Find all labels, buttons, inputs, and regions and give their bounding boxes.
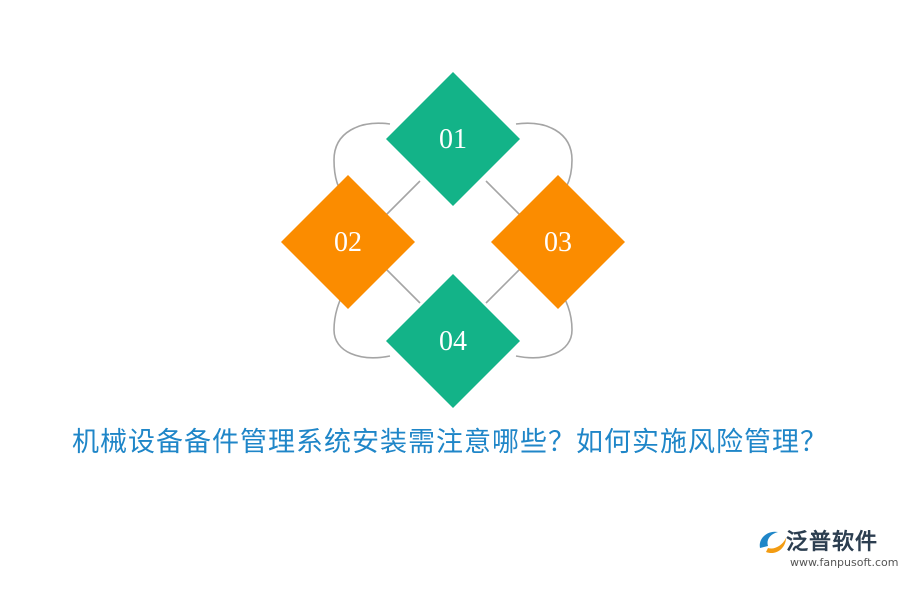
node-03-shape	[491, 175, 625, 309]
logo-url: www.fanpusoft.com	[790, 556, 899, 569]
logo-swirl-icon	[759, 531, 786, 554]
node-02-label: 02	[334, 227, 362, 258]
node-04: 04	[386, 274, 520, 408]
connector-inner-3-4	[485, 267, 522, 304]
node-02: 02	[281, 175, 415, 309]
node-04-shape	[386, 274, 520, 408]
node-01: 01	[386, 72, 520, 206]
connector-inner-2-4	[384, 267, 421, 304]
node-04-label: 04	[439, 326, 467, 357]
node-03-label: 03	[544, 227, 572, 258]
connector-inner-1-3	[485, 180, 522, 217]
brand-logo: 泛普软件 www.fanpusoft.com	[756, 524, 898, 580]
node-01-label: 01	[439, 124, 467, 155]
page-title: 机械设备备件管理系统安装需注意哪些？如何实施风险管理？	[72, 427, 828, 458]
node-03: 03	[491, 175, 625, 309]
node-01-shape	[386, 72, 520, 206]
connector-inner-1-2	[384, 180, 421, 217]
node-02-shape	[281, 175, 415, 309]
logo-name: 泛普软件	[786, 530, 879, 555]
